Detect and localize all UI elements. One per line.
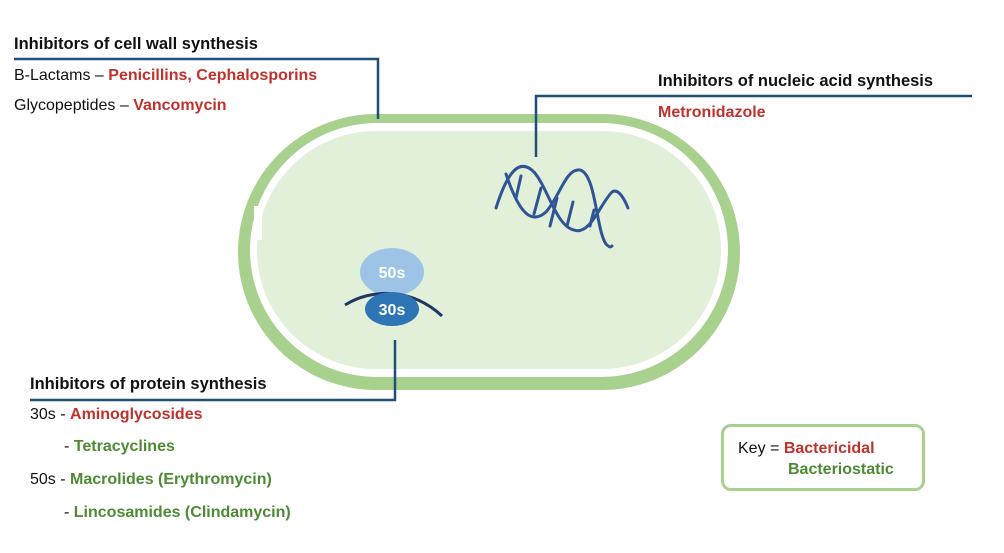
cell-wall-callout-line — [14, 57, 380, 119]
ribosome-30s-subunit — [365, 292, 419, 326]
nucleic-acid-drug: Metronidazole — [658, 104, 766, 121]
b-lactams-drugs: Penicillins, Cephalosporins — [108, 67, 318, 84]
cytoplasm — [257, 131, 721, 369]
b-lactams-label: B-Lactams – — [14, 67, 109, 84]
nucleic-acid-callout-line — [534, 94, 972, 157]
tetracyclines-drug: Tetracyclines — [73, 438, 175, 455]
protein-row-30s-2: - Tetracyclines — [64, 437, 175, 457]
protein-heading: Inhibitors of protein synthesis — [30, 375, 267, 393]
protein-row-30s: 30s - Aminoglycosides — [30, 405, 203, 425]
protein-row-50s-2: - Lincosamides (Clindamycin) — [64, 503, 291, 523]
key-bactericidal: Bactericidal — [783, 440, 875, 457]
key-line-1: Key = Bactericidal — [738, 439, 875, 459]
glycopeptides-drugs: Vancomycin — [133, 97, 227, 114]
cell-wall-line-1: B-Lactams – Penicillins, Cephalosporins — [14, 66, 317, 86]
key-legend — [721, 424, 925, 491]
cell-wall-line-2: Glycopeptides – Vancomycin — [14, 96, 227, 116]
protein-row-prefix: - — [64, 504, 74, 521]
protein-callout-line — [30, 340, 397, 402]
cell-wall-heading: Inhibitors of cell wall synthesis — [14, 35, 258, 53]
key-label: Key = — [738, 440, 784, 457]
cell-wall-notch — [254, 206, 262, 240]
ribosome-50s-label: 50s — [379, 265, 406, 282]
glycopeptides-label: Glycopeptides – — [14, 97, 134, 114]
protein-row-prefix: 50s - — [30, 471, 71, 488]
dna-helix-icon — [494, 165, 630, 249]
protein-row-50s: 50s - Macrolides (Erythromycin) — [30, 470, 272, 490]
macrolides-drug: Macrolides (Erythromycin) — [70, 471, 272, 488]
lincosamides-drug: Lincosamides (Clindamycin) — [73, 504, 291, 521]
aminoglycosides-drug: Aminoglycosides — [70, 406, 203, 423]
nucleic-acid-heading: Inhibitors of nucleic acid synthesis — [658, 72, 934, 90]
protein-row-prefix: 30s - — [30, 406, 71, 423]
ribosome-50s-subunit — [360, 248, 424, 296]
protein-row-prefix: - — [64, 438, 74, 455]
key-bacteriostatic: Bacteriostatic — [788, 461, 894, 478]
ribosome-30s-label: 30s — [379, 302, 406, 319]
